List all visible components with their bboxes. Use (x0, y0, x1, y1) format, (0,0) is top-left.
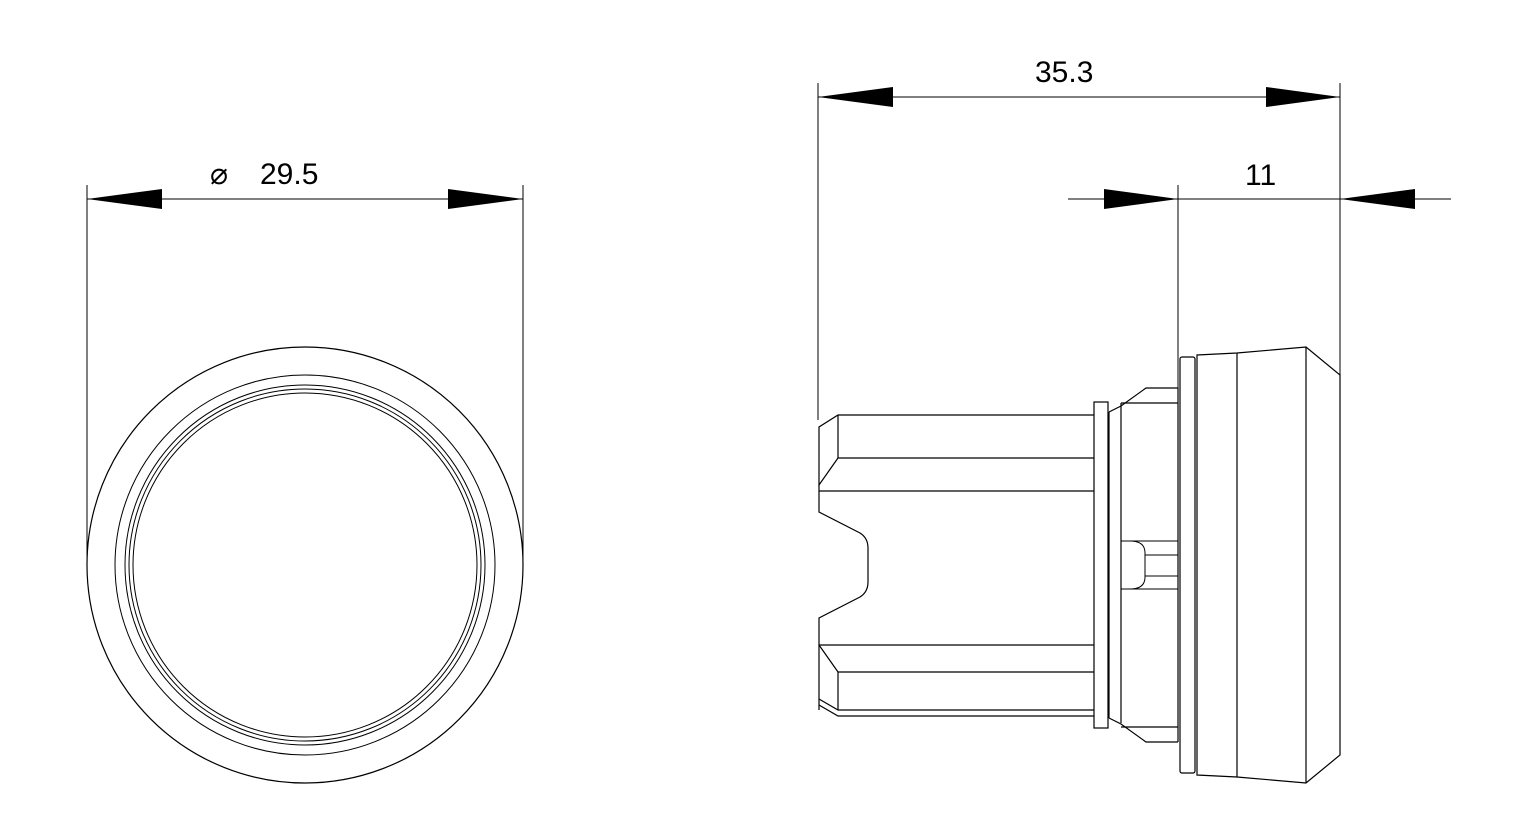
head-length-value: 11 (1245, 159, 1276, 192)
side-view (818, 346, 1341, 784)
middle-section (1108, 387, 1179, 743)
arrowhead (1104, 189, 1178, 209)
overall-length-dimension: 35.3 (817, 56, 1341, 420)
diameter-symbol: ⌀ (210, 158, 228, 191)
key-feature (1121, 540, 1146, 590)
arrowhead (448, 189, 523, 209)
arrowhead (1340, 189, 1415, 209)
arrowhead (1266, 87, 1340, 107)
rear-flange (1093, 401, 1109, 729)
button-head (1196, 346, 1341, 784)
head-length-dimension: 11 (1068, 159, 1451, 388)
rear-body (818, 401, 1109, 729)
button-ring-circle (124, 384, 486, 746)
arrowhead (87, 189, 162, 209)
button-ring-circle (128, 388, 482, 742)
bezel-inner-circle (114, 374, 496, 756)
diameter-value: 29.5 (260, 158, 318, 191)
arrowhead (818, 87, 893, 107)
diameter-dimension: ⌀ 29.5 (86, 158, 524, 565)
button-face-circle (132, 392, 478, 738)
front-view (86, 346, 524, 784)
gasket-ring (1179, 356, 1196, 774)
outer-bezel-circle (86, 346, 524, 784)
overall-length-value: 35.3 (1035, 56, 1093, 89)
